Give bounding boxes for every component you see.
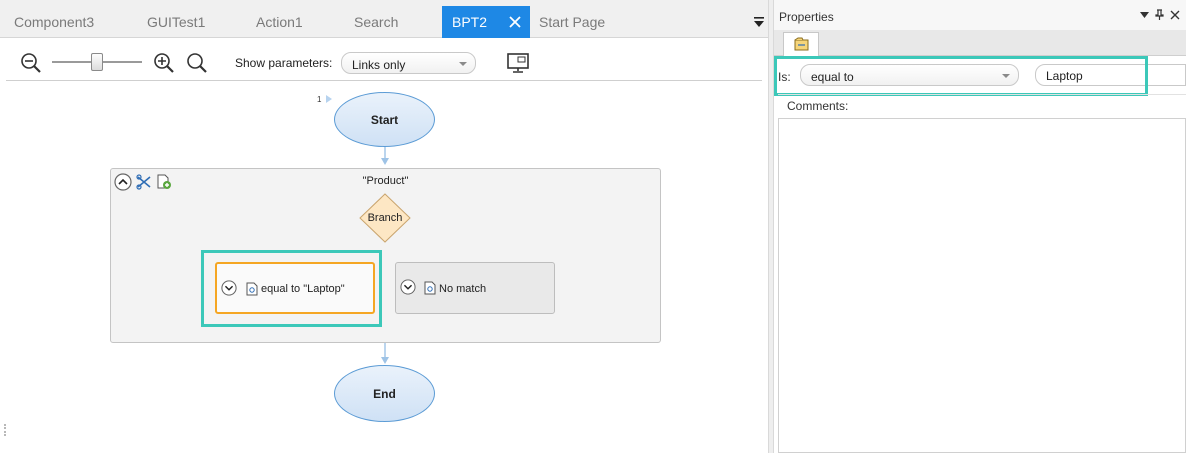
condition-highlight-frame [774,56,1148,96]
add-case-icon[interactable] [156,174,172,190]
properties-divider [778,94,1186,95]
resize-grip[interactable] [4,424,6,436]
pin-icon[interactable] [1155,9,1164,21]
properties-panel: Properties Is: equal to Laptop Comments: [774,0,1186,453]
collapse-icon[interactable] [114,173,132,191]
scissors-icon[interactable] [136,174,152,190]
properties-title: Properties [779,10,834,24]
end-node[interactable]: End [334,365,435,422]
case-no-match[interactable]: No match [395,262,555,314]
branch-label: Branch [359,212,411,224]
document-icon [424,281,436,295]
expand-icon[interactable] [400,279,416,295]
panel-menu-icon[interactable] [1140,12,1149,18]
start-node[interactable]: Start [334,92,435,147]
comments-label: Comments: [787,99,848,113]
case-highlight-frame [201,250,382,327]
properties-icon [794,37,810,52]
comments-textarea[interactable] [778,118,1186,453]
branch-group-title: "Product" [110,175,661,187]
properties-header: Properties [774,0,1186,30]
case-label: No match [439,283,486,295]
step-play-icon [325,94,333,104]
close-icon[interactable] [1170,10,1180,20]
properties-tab-general[interactable] [783,32,819,56]
end-node-label: End [335,387,434,401]
step-number: 1 [317,95,321,104]
start-node-label: Start [335,113,434,127]
properties-tabbar [774,30,1186,56]
